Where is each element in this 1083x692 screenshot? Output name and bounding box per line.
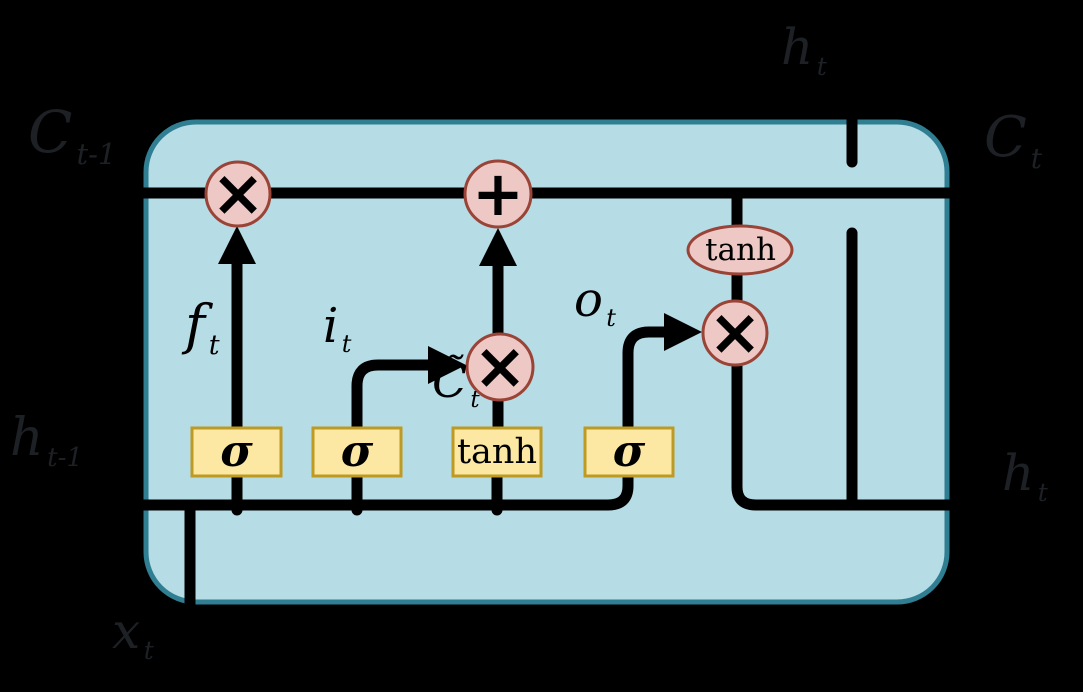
label-base: C̃	[432, 354, 468, 408]
input-arrow	[351, 359, 434, 436]
sigma-label: σ	[340, 426, 374, 477]
label-sub: t	[816, 51, 827, 81]
state-tanh-ellipse	[686, 224, 794, 276]
plus-icon: +	[472, 157, 524, 230]
gate-box-group	[190, 426, 675, 478]
label-sub: t	[606, 304, 616, 333]
tanh-label: tanh	[705, 231, 776, 268]
label-sub: t	[1030, 141, 1043, 175]
label-base: x	[112, 602, 141, 660]
arrowhead-group	[218, 226, 702, 384]
label-base: C	[28, 98, 73, 166]
output-sigma-box	[583, 426, 675, 478]
label-base: h	[10, 408, 44, 468]
label-base: f	[185, 293, 205, 356]
output-arrowhead	[664, 313, 702, 351]
cell-output-line	[731, 189, 974, 511]
label-base: h	[1002, 444, 1035, 502]
label-sub: t	[208, 330, 220, 362]
tanh-label: tanh	[456, 431, 537, 472]
label-sub: t	[143, 635, 154, 665]
multiply-icon: ×	[473, 330, 527, 404]
output-sigma-gate: σ	[585, 428, 673, 476]
label-sub: t	[470, 386, 480, 413]
op-circle-group	[204, 159, 794, 402]
label-base: h	[781, 18, 814, 76]
sigma-label: σ	[220, 426, 253, 477]
label-base: i	[323, 298, 339, 354]
sigma-label: σ	[612, 426, 646, 477]
input-sigma-gate: σ	[313, 428, 401, 476]
label-base: C	[984, 105, 1027, 170]
label-base: o	[574, 272, 603, 328]
candidate-multiply-op: ×	[467, 334, 533, 400]
candidate-sum-arrowhead	[479, 228, 517, 266]
state-add-op: +	[465, 161, 531, 227]
multiply-icon: ×	[211, 157, 265, 231]
forget-sigma-box	[190, 426, 283, 478]
label-sub: t	[1037, 477, 1048, 507]
output-multiply-circle	[701, 299, 769, 367]
label-sub: t	[341, 330, 352, 359]
input-arrowhead	[428, 346, 466, 384]
label-sub: t-1	[47, 442, 83, 473]
candidate-tanh-box	[451, 426, 543, 478]
candidate-tanh-gate: tanh	[453, 428, 541, 476]
forget-multiply-op: ×	[206, 162, 270, 226]
output-multiply-op: ×	[703, 301, 767, 365]
label-sub: t-1	[76, 137, 117, 172]
label-candidate-ct: C̃t	[432, 358, 480, 411]
candidate-multiply-circle	[465, 332, 535, 402]
forget-multiply-circle	[204, 160, 272, 228]
forget-arrowhead	[218, 226, 256, 264]
state-tanh-activation: tanh	[688, 227, 793, 273]
add-circle	[463, 159, 533, 229]
input-sigma-box	[311, 426, 403, 478]
multiply-icon: ×	[708, 296, 762, 370]
hidden-input-line	[49, 466, 634, 511]
output-arrow	[622, 326, 670, 436]
forget-sigma-gate: σ	[192, 428, 281, 476]
